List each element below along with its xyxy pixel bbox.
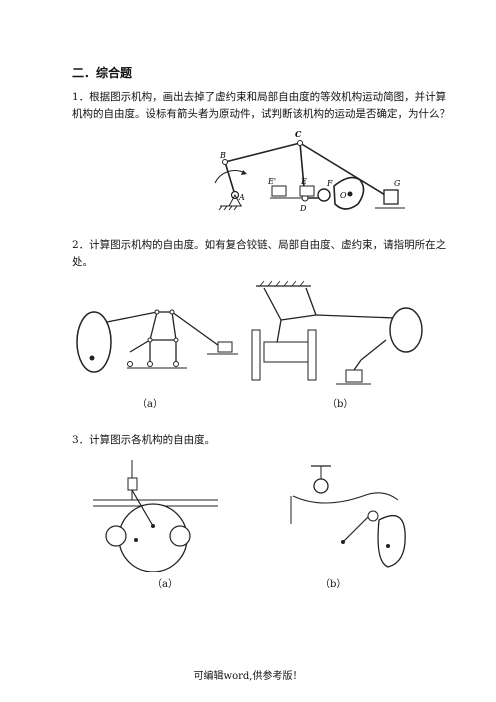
q1-label-A: A [238, 193, 245, 202]
q2b-mechanism-figure [251, 280, 423, 385]
q1-text-line1: 1．根据图示机构，画出去掉了虚约束和局部自由度的等效机构运动简图，并计算 [72, 91, 447, 103]
q1-label-C: C [295, 129, 302, 139]
q2-text-line1: 2．计算图示机构的自由度。如有复合铰链、局部自由度、虚约束，请指明所在之 [72, 239, 447, 251]
q3a-mechanism-figure [93, 460, 218, 572]
page-footer: 可编辑word,供参考版！ [193, 671, 303, 682]
q1-label-E-prime: E' [267, 177, 276, 186]
q1-label-E: E [300, 177, 307, 186]
q1-label-B: B [219, 151, 226, 160]
q2-caption-a: （a） [137, 399, 163, 410]
q2a-mechanism-figure [76, 309, 238, 373]
q3-text-line1: 3．计算图示各机构的自由度。 [72, 434, 216, 446]
q3-caption-a: （a） [152, 579, 178, 590]
section-heading: 二．综合题 [72, 66, 133, 80]
q1-mechanism-figure: B A C E' E D F O G [214, 129, 405, 213]
q1-label-F: F [326, 179, 333, 188]
q1-label-D: D [299, 204, 307, 213]
q3b-mechanism-figure [290, 465, 406, 568]
q1-label-O: O [340, 191, 347, 200]
q2-text-line2: 处。 [72, 256, 93, 268]
q3-caption-b: （b） [320, 579, 347, 590]
q1-text-line2: 机构的自由度。设标有箭头者为原动件，试判断该机构的运动是否确定，为什么？ [72, 108, 450, 120]
q1-label-G: G [394, 179, 401, 188]
q2-caption-b: （b） [327, 399, 354, 410]
